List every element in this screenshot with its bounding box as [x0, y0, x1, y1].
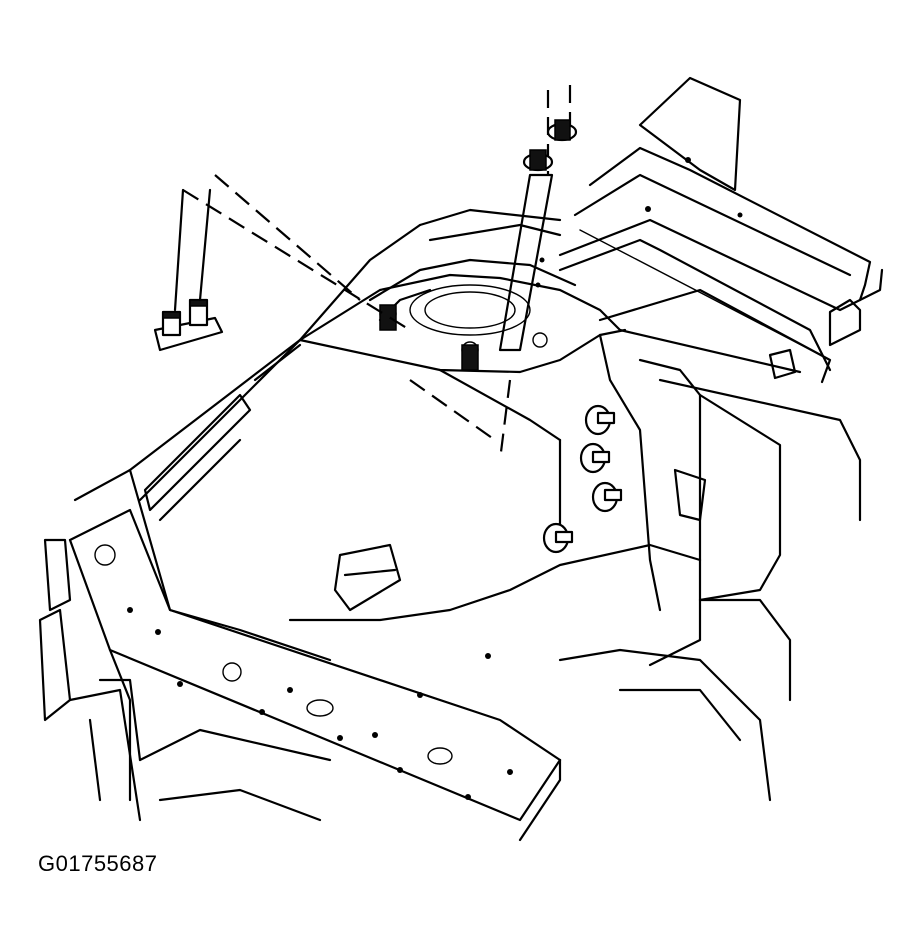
strut-mount: [498, 85, 578, 461]
frame-rail: [68, 508, 562, 842]
strut-tower: [298, 258, 662, 612]
front-bracket: [38, 538, 332, 822]
mount-bracket-with-studs: [153, 174, 496, 441]
cowl-structure: [558, 76, 884, 384]
rear-wheelhouse: [558, 358, 862, 802]
bolt-3: [591, 481, 623, 513]
bolt-1: [584, 404, 616, 436]
tower-bolts: [542, 404, 623, 554]
fender-apron: [73, 208, 702, 662]
figure-id-label: G01755687: [38, 851, 158, 876]
bolt-4: [542, 522, 574, 554]
bolt-2: [579, 442, 611, 474]
